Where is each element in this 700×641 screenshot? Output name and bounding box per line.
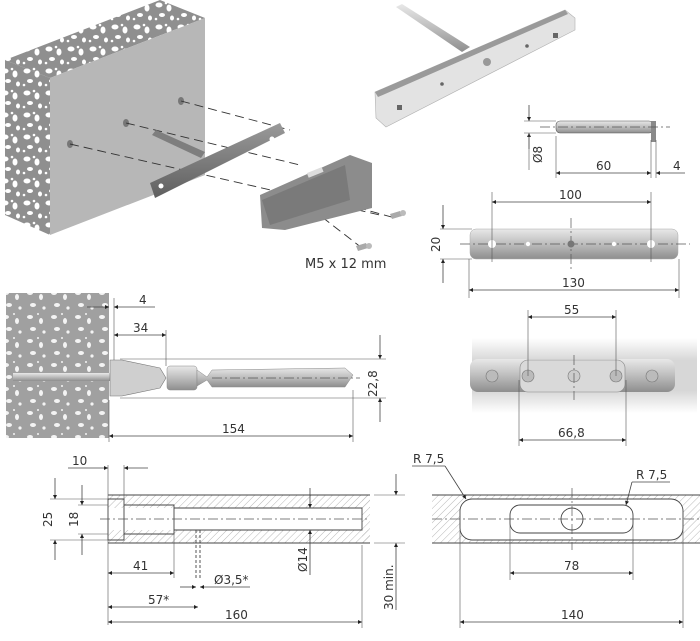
slot-plan-view: R 7,5 R 7,5 78 140	[412, 452, 700, 628]
rod-side-view: Ø8 60 4	[524, 105, 685, 178]
radius-right-label: R 7,5	[636, 468, 667, 482]
housing-width-label: 66,8	[558, 426, 585, 440]
min-thickness-label: 30 min.	[382, 564, 396, 610]
rod-plate-edge	[651, 121, 656, 142]
pin-in-wall	[13, 373, 113, 381]
plate-holes-icon	[397, 33, 558, 110]
pilot-position-label: 57*	[148, 593, 169, 607]
counterbore-length-label: 41	[133, 559, 148, 573]
plate-thickness-label: 4	[673, 159, 681, 173]
connector	[166, 365, 198, 391]
mounting-plate-icon	[150, 123, 285, 198]
housing-side	[109, 359, 167, 397]
plate-length-label: 130	[562, 276, 585, 290]
inner-diameter-label: 18	[67, 512, 81, 527]
screw-icon	[356, 210, 406, 251]
pilot-hole-label: Ø3,5*	[214, 573, 249, 587]
slot-total-length-label: 140	[561, 608, 584, 622]
installed-side-view: 4 34 22,8 154	[6, 293, 386, 442]
bracket-3d-render	[374, 4, 576, 128]
rod-3d	[396, 4, 470, 52]
wall-offset-label: 4	[139, 293, 147, 307]
pin-rod-icon	[152, 130, 205, 158]
installed-top-view: 55 66,8	[470, 303, 697, 446]
bracket-housing-icon	[260, 155, 372, 230]
hole-spacing-label: 100	[559, 188, 582, 202]
insert-depth-label: 34	[133, 321, 148, 335]
screw-spacing-label: 55	[564, 303, 579, 317]
drill-section-view: 10 25 18 41 Ø3,5* 57* Ø14 30 min. 160	[41, 454, 405, 628]
section-hatch-top	[108, 495, 370, 508]
total-depth-label: 160	[225, 608, 248, 622]
panel-side-edge	[5, 60, 50, 235]
plate-3d	[374, 9, 576, 128]
section-hatch-bottom	[108, 530, 370, 543]
radius-left-label: R 7,5	[413, 452, 444, 466]
rod-shaft	[196, 367, 354, 388]
screw-size-label: M5 x 12 mm	[305, 257, 386, 272]
plate-top-view: 100 20 130	[429, 188, 690, 298]
rod-length-label: 60	[596, 159, 611, 173]
total-length-label: 154	[222, 422, 245, 436]
panel-top-edge	[5, 0, 205, 78]
installed-height-label: 22,8	[366, 370, 380, 397]
rod-diameter-label: Ø8	[531, 146, 545, 163]
counterbore-depth-label: 10	[72, 454, 87, 468]
slot-length-label: 78	[564, 559, 579, 573]
wall-section	[6, 293, 109, 438]
assembly-exploded-view: M5 x 12 mm	[5, 0, 406, 272]
outer-diameter-label: 25	[41, 512, 55, 527]
bore-diameter-label: Ø14	[296, 547, 310, 572]
plate-height-label: 20	[429, 237, 443, 252]
